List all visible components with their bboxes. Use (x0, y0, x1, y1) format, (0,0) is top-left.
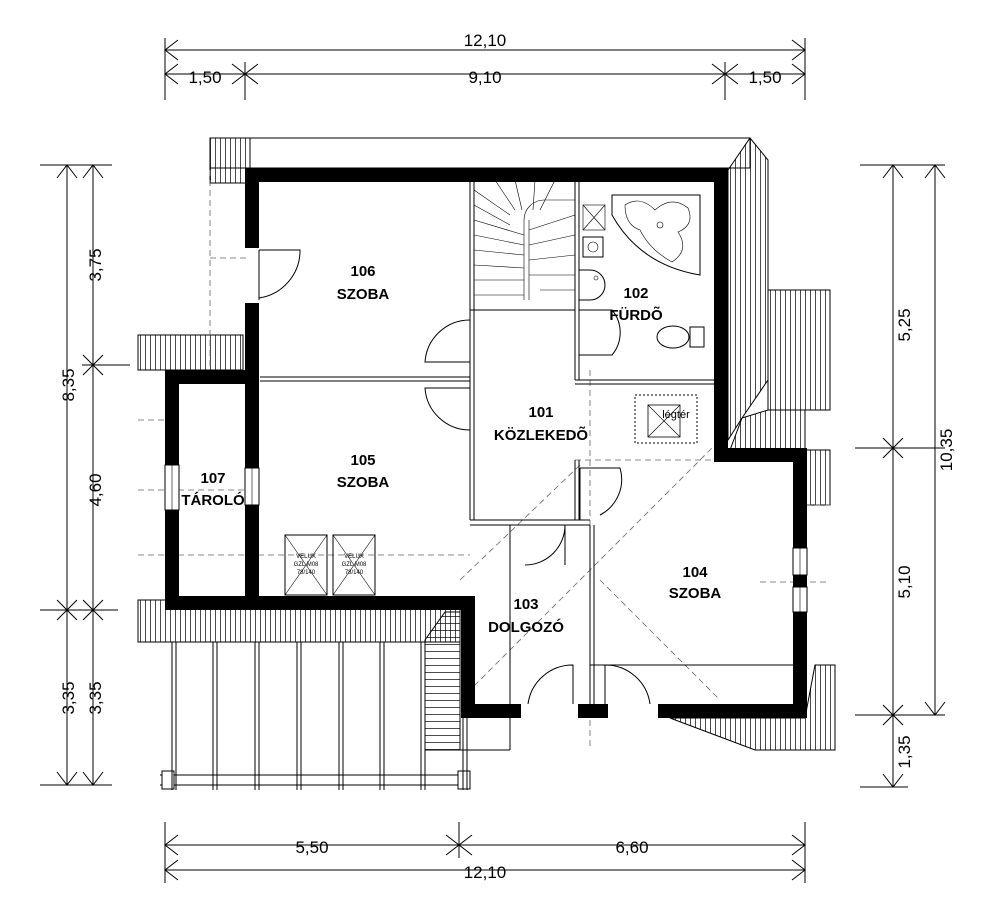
doors (258, 249, 651, 705)
partitions (169, 180, 805, 715)
room-103-name: DOLGOZÓ (488, 618, 564, 636)
room-105-number: 105 (350, 452, 375, 469)
dim-bottom-left-label: 5,50 (295, 838, 328, 857)
dim-bottom-total-label: 12,10 (464, 863, 507, 882)
dimension-right-inner: 5,25 5,10 1,35 (855, 164, 945, 788)
dim-left-inner-middle-label: 4,60 (86, 473, 105, 506)
dim-bottom-right-label: 6,60 (615, 838, 648, 857)
room-101-name: KÖZLEKEDÕ (494, 426, 589, 444)
velux-window-2: VELUX GZL M08 78/140 (332, 534, 376, 596)
shaft-label: légtér (662, 409, 690, 421)
dim-top-middle-label: 9,10 (468, 68, 501, 87)
roof-overhang (137, 137, 836, 751)
dimension-top-parts: 1,50 9,10 1,50 (164, 62, 806, 100)
dimension-bottom-parts: 5,50 6,60 (164, 822, 806, 883)
room-105-name: SZOBA (337, 474, 390, 491)
room-107-number: 107 (200, 470, 225, 487)
velux-window-3 (583, 207, 605, 231)
bathroom-fixtures (579, 194, 705, 349)
velux-1-name: VELUX (296, 554, 316, 560)
dim-left-outer-upper-label: 8,35 (59, 368, 78, 401)
room-104-number: 104 (682, 564, 708, 581)
dimension-right-outer: 10,35 (924, 164, 956, 716)
room-101: 101 KÖZLEKEDÕ (494, 404, 589, 444)
room-106: 106 SZOBA (337, 263, 390, 303)
dim-left-outer-lower-label: 3,35 (59, 681, 78, 714)
room-104-name: SZOBA (669, 585, 722, 602)
staircase (473, 179, 576, 311)
dim-left-inner-top-label: 3,75 (86, 248, 105, 281)
dim-right-inner-top-label: 5,25 (895, 308, 914, 341)
velux-2-size: 78/140 (345, 570, 364, 576)
dim-left-inner-bottom-label: 3,35 (86, 681, 105, 714)
dimension-bottom-total: 12,10 (164, 859, 806, 882)
room-102-name: FÜRDÕ (609, 306, 663, 324)
dim-right-outer-label: 10,35 (937, 429, 956, 472)
room-106-number: 106 (350, 263, 375, 280)
room-101-number: 101 (528, 404, 553, 421)
velux-1-model: GZL M08 (294, 562, 319, 568)
velux-2-name: VELUX (344, 554, 364, 560)
velux-1-size: 78/140 (297, 570, 316, 576)
velux-window-1: VELUX GZL M08 78/140 (284, 534, 328, 596)
room-103: 103 DOLGOZÓ (488, 596, 564, 636)
dimension-top-total: 12,10 (164, 31, 806, 100)
dim-top-right-label: 1,50 (748, 68, 781, 87)
room-103-number: 103 (513, 596, 538, 613)
dimension-left-outer: 8,35 3,35 (40, 164, 118, 786)
room-107-name: TÁROLÓ (181, 491, 245, 509)
velux-2-model: GZL M08 (342, 562, 367, 568)
room-105: 105 SZOBA (337, 452, 390, 491)
room-106-name: SZOBA (337, 286, 390, 303)
exterior-walls (165, 168, 807, 718)
dim-top-left-label: 1,50 (188, 68, 221, 87)
room-104: 104 SZOBA (669, 564, 722, 602)
windows (164, 464, 808, 613)
dim-top-total-label: 12,10 (464, 31, 507, 50)
air-shaft: légtér (634, 394, 698, 444)
room-102: 102 FÜRDÕ (609, 285, 663, 324)
pergola (160, 611, 511, 790)
room-102-number: 102 (623, 285, 648, 302)
room-107: 107 TÁROLÓ (181, 470, 245, 509)
dim-right-inner-middle-label: 5,10 (895, 565, 914, 598)
dimension-left-inner: 3,75 4,60 3,35 (82, 164, 130, 786)
dim-right-inner-bottom-label: 1,35 (895, 735, 914, 768)
